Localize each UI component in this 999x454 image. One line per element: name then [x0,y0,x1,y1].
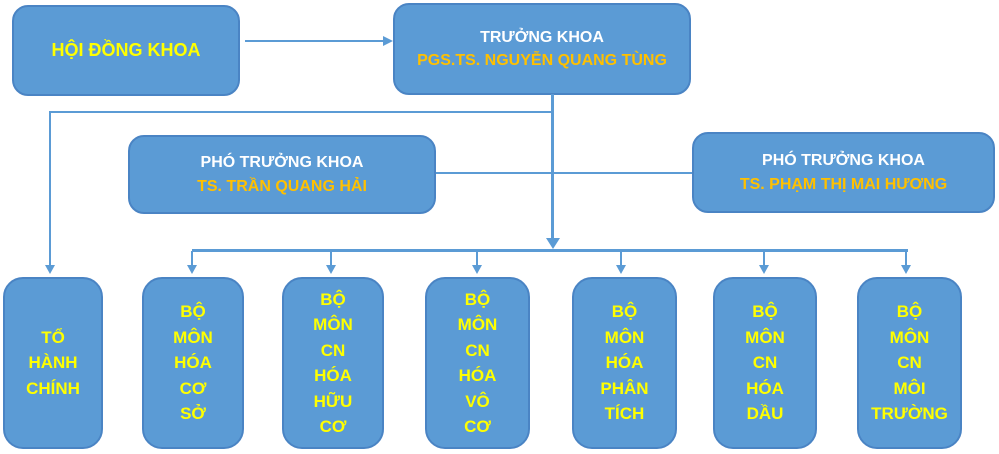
arrowhead-down-icon [187,265,197,274]
node-title: TRƯỞNG KHOA [480,28,604,46]
node-bo-mon-hoa-phan-tich: BỘ MÔN HÓA PHÂN TÍCH [572,277,677,449]
arrowhead-down-icon [546,238,560,249]
node-title: HỘI ĐỒNG KHOA [51,40,201,61]
connector-bus-horizontal [192,249,908,252]
node-bo-mon-cn-hoa-vo-co: BỘ MÔN CN HÓA VÔ CƠ [425,277,530,449]
node-pho-truong-khoa-phai: PHÓ TRƯỞNG KHOA TS. PHẠM THỊ MAI HƯƠNG [692,132,995,213]
connector-drop [620,251,622,266]
arrowhead-down-icon [616,265,626,274]
node-truong-khoa: TRƯỞNG KHOA PGS.TS. NGUYỄN QUANG TÙNG [393,3,691,95]
node-label: BỘ MÔN CN MÔI TRƯỜNG [871,302,948,424]
arrowhead-down-icon [472,265,482,274]
connector-branch-left-vertical [49,111,51,266]
connector-drop [476,251,478,266]
node-label: BỘ MÔN CN HÓA VÔ CƠ [457,289,498,437]
node-pho-truong-khoa-trai: PHÓ TRƯỞNG KHOA TS. TRẦN QUANG HẢI [128,135,436,214]
connector-drop [330,251,332,266]
arrowhead-down-icon [45,265,55,274]
node-title: PHÓ TRƯỞNG KHOA [200,154,364,172]
node-label: BỘ MÔN HÓA PHÂN TÍCH [600,302,649,424]
node-person-name: TS. PHẠM THỊ MAI HƯƠNG [739,175,948,193]
connector-hoidong-truongkhoa [245,40,385,42]
node-label: BỘ MÔN CN HÓA DẦU [745,302,785,424]
connector-drop [905,251,907,266]
connector-pho-cross-link [436,172,692,174]
arrowhead-down-icon [901,265,911,274]
connector-trunk-vertical [551,94,554,240]
connector-drop [763,251,765,266]
node-bo-mon-cn-hoa-huu-co: BỘ MÔN CN HÓA HỮU CƠ [282,277,384,449]
node-hoi-dong-khoa: HỘI ĐỒNG KHOA [12,5,240,96]
node-label: TỔ HÀNH CHÍNH [26,327,80,398]
connector-drop [191,251,193,266]
arrowhead-down-icon [759,265,769,274]
node-to-hanh-chinh: TỔ HÀNH CHÍNH [3,277,103,449]
node-title: PHÓ TRƯỞNG KHOA [762,152,925,170]
node-person-name: TS. TRẦN QUANG HẢI [197,177,367,195]
node-bo-mon-cn-hoa-dau: BỘ MÔN CN HÓA DẦU [713,277,817,449]
arrowhead-right-icon [383,36,393,46]
node-bo-mon-hoa-co-so: BỘ MÔN HÓA CƠ SỞ [142,277,244,449]
arrowhead-down-icon [326,265,336,274]
connector-branch-left-horizontal [49,111,554,113]
node-label: BỘ MÔN CN HÓA HỮU CƠ [313,289,353,437]
node-bo-mon-cn-moi-truong: BỘ MÔN CN MÔI TRƯỜNG [857,277,962,449]
node-label: BỘ MÔN HÓA CƠ SỞ [173,302,213,424]
node-person-name: PGS.TS. NGUYỄN QUANG TÙNG [417,52,667,69]
